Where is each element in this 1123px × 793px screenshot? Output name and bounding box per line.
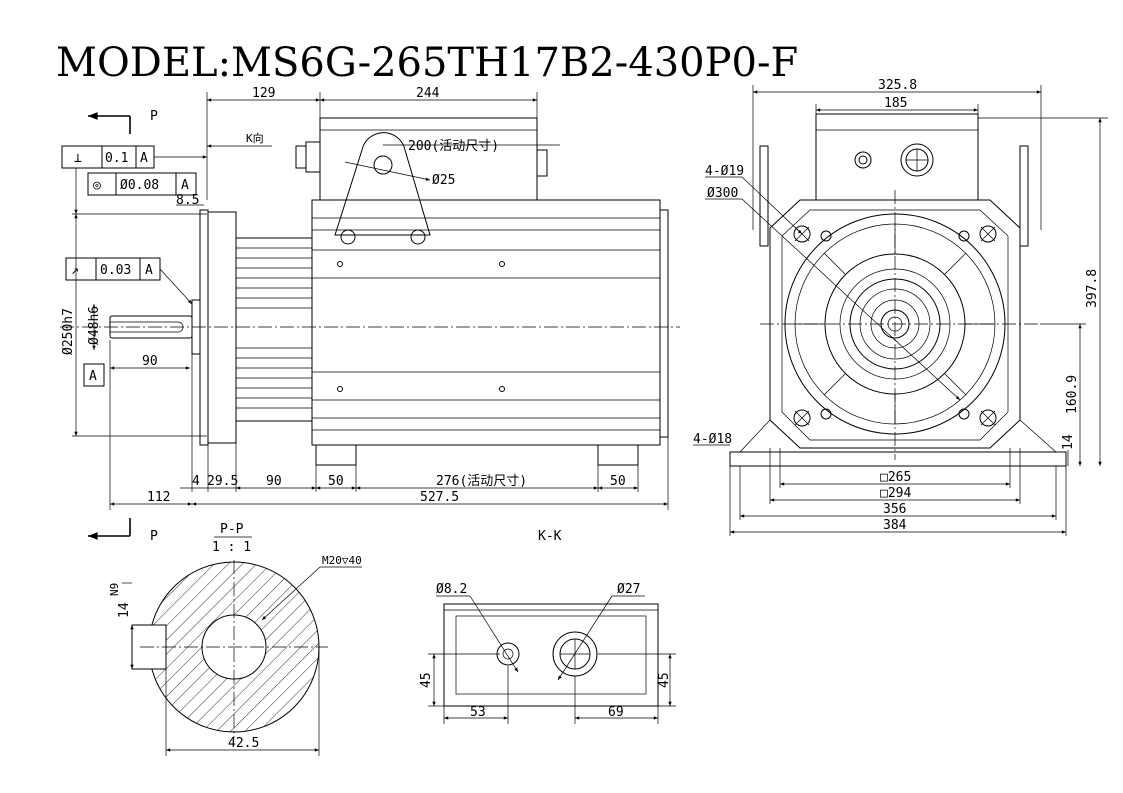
view-kk-label: K-K xyxy=(538,529,562,544)
view-kk-45a: 45 xyxy=(419,672,434,688)
tol-runout-value: 0.03 xyxy=(100,263,131,278)
dim-50b: 50 xyxy=(610,474,626,489)
dim-14: 14 xyxy=(1061,434,1076,450)
view-kk-45b: 45 xyxy=(657,672,672,688)
tol-perp-value: 0.1 xyxy=(105,151,128,166)
dim-356: 356 xyxy=(883,502,906,517)
tol-runout-symbol: ↗ xyxy=(71,263,79,278)
dim-200: 200(活动尺寸) xyxy=(408,139,499,154)
section-pp: P-P 1 : 1 M20▽40 N9 14 42.5 xyxy=(108,522,362,756)
dim-250h7: Ø250h7 xyxy=(61,308,76,355)
dim-90-shaft: 90 xyxy=(142,354,158,369)
dim-265: □265 xyxy=(880,470,911,485)
dim-50a: 50 xyxy=(328,474,344,489)
dim-25: Ø25 xyxy=(432,173,455,188)
tol-conc-symbol: ◎ xyxy=(93,178,101,193)
datum-a: A xyxy=(89,369,97,384)
tol-conc-datum: A xyxy=(181,178,189,193)
dim-185: 185 xyxy=(884,96,907,111)
view-kk-53: 53 xyxy=(470,705,486,720)
view-kk-69: 69 xyxy=(608,705,624,720)
section-pp-scale: 1 : 1 xyxy=(212,540,251,555)
tol-perp-symbol: ⊥ xyxy=(74,151,82,166)
dim-527-5: 527.5 xyxy=(420,490,459,505)
section-pp-thread: M20▽40 xyxy=(322,554,362,567)
dim-397-8: 397.8 xyxy=(1085,269,1100,308)
section-pp-key: N9 xyxy=(108,583,121,596)
section-marker-top: P xyxy=(150,109,158,124)
dim-384: 384 xyxy=(883,518,907,533)
dim-48h6: Ø48h6 xyxy=(87,306,102,345)
dim-29-5: 29.5 xyxy=(207,474,238,489)
dim-300: Ø300 xyxy=(707,186,738,201)
dim-112: 112 xyxy=(147,490,170,505)
view-kk-27: Ø27 xyxy=(617,582,640,597)
section-pp-42-5: 42.5 xyxy=(228,736,259,751)
dim-4-19: 4-Ø19 xyxy=(705,164,744,179)
section-pp-label: P-P xyxy=(220,522,244,537)
tol-conc-value: Ø0.08 xyxy=(120,178,159,193)
dim-276: 276(活动尺寸) xyxy=(436,474,527,489)
tol-runout-datum: A xyxy=(145,263,153,278)
k-arrow-label: K向 xyxy=(246,131,264,145)
dim-244: 244 xyxy=(416,86,440,101)
dim-8-5: 8.5 xyxy=(176,193,199,208)
tol-perp-datum: A xyxy=(140,151,148,166)
dim-325-8: 325.8 xyxy=(878,78,917,93)
section-marker-bottom: P xyxy=(150,529,158,544)
dim-90: 90 xyxy=(266,474,282,489)
dim-160-9: 160.9 xyxy=(1065,375,1080,414)
view-kk: K-K Ø8.2 Ø27 45 45 53 69 xyxy=(419,529,676,724)
dim-4-18: 4-Ø18 xyxy=(693,432,732,447)
side-view: P 129 244 K向 ⊥ 0.1 A ◎ Ø0.08 A 8.5 xyxy=(60,86,680,544)
dim-4: 4 xyxy=(192,474,200,489)
model-title: MODEL:MS6G-265TH17B2-430P0-F xyxy=(56,40,798,86)
view-kk-8-2: Ø8.2 xyxy=(436,582,467,597)
front-view: 325.8 185 xyxy=(693,78,1108,536)
dim-294: □294 xyxy=(880,486,911,501)
dim-129: 129 xyxy=(252,86,275,101)
section-pp-14: 14 xyxy=(117,602,132,618)
